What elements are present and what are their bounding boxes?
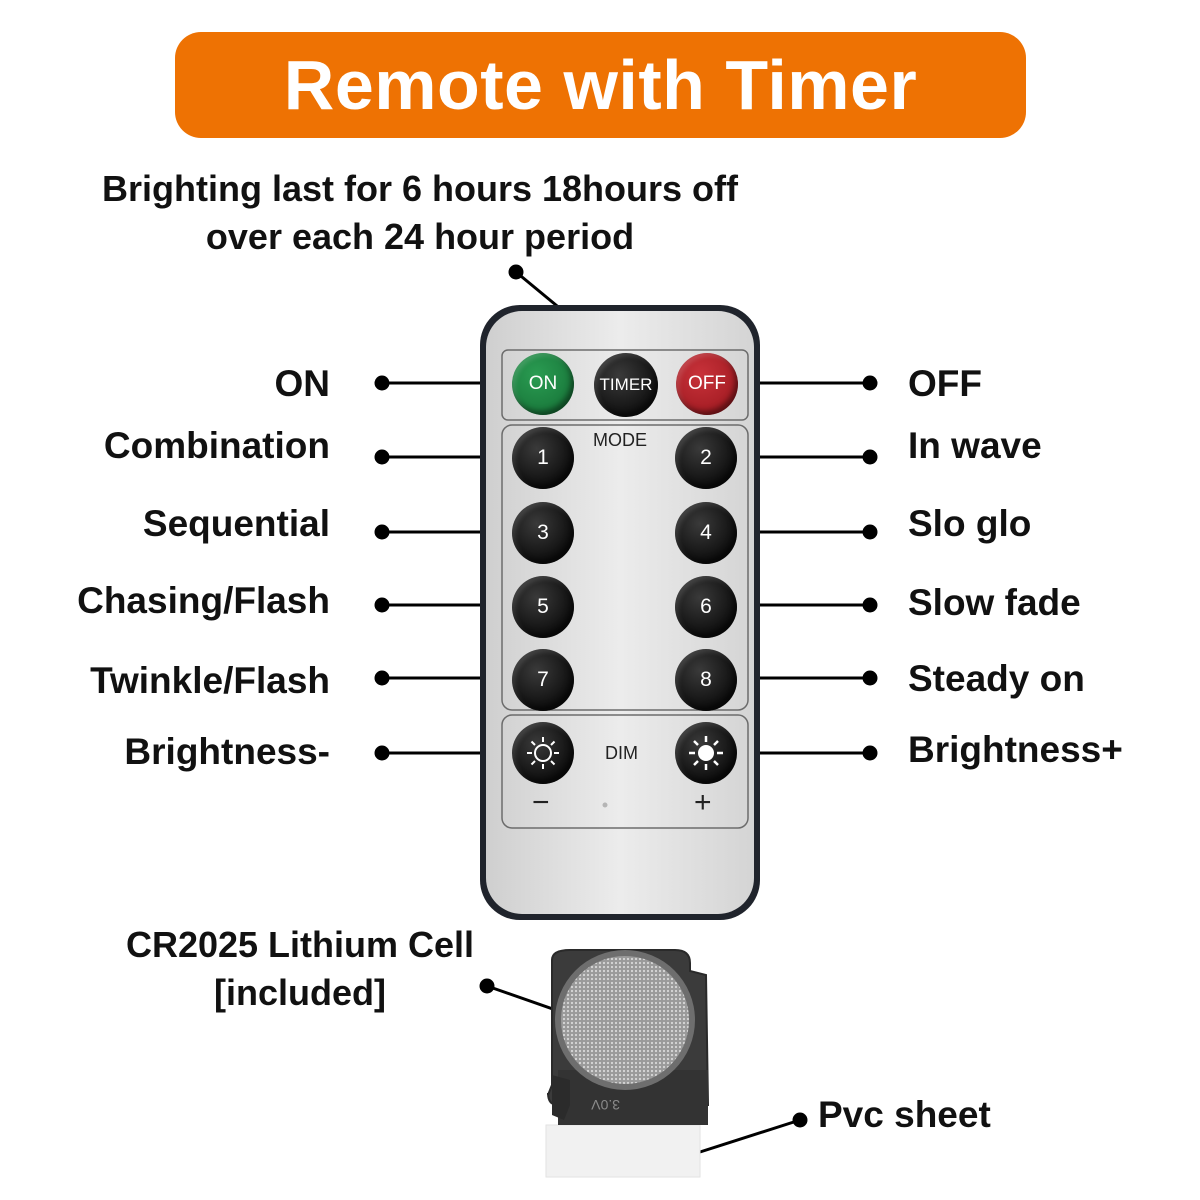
on-button-label: ON <box>528 373 558 394</box>
mode1-callout-dot <box>374 449 390 465</box>
dim-label: DIM <box>605 743 638 763</box>
mode-label: MODE <box>593 430 647 450</box>
timer-callout-dot <box>508 264 524 280</box>
mode-button-6[interactable]: 6 <box>675 576 737 638</box>
mode-button-1-label: 1 <box>537 446 549 469</box>
svg-text:3.0V: 3.0V <box>591 1097 620 1113</box>
battery-label-line2: [included] <box>214 972 386 1013</box>
label-chasing-flash: Chasing/Flash <box>77 580 330 621</box>
dim-minus-callout-dot <box>374 745 390 761</box>
mode4-callout-dot <box>862 524 878 540</box>
off-callout-dot <box>862 375 878 391</box>
battery-holder: 3.0V <box>545 949 710 1178</box>
timer-button-label: TIMER <box>599 375 653 394</box>
title-banner: Remote with Timer <box>175 32 1026 138</box>
mode-button-3-label: 3 <box>537 521 549 544</box>
mode-button-7[interactable]: 7 <box>512 649 574 711</box>
off-button[interactable]: OFF <box>676 353 738 415</box>
minus-sign: − <box>532 786 550 819</box>
mode-button-3[interactable]: 3 <box>512 502 574 564</box>
pvc-sheet <box>545 1124 701 1178</box>
mode-button-5[interactable]: 5 <box>512 576 574 638</box>
mode-button-6-label: 6 <box>700 595 712 618</box>
pvc-label: Pvc sheet <box>818 1094 991 1135</box>
mode-button-4-label: 4 <box>700 521 712 544</box>
label-on: ON <box>274 363 331 404</box>
mode6-callout-dot <box>862 597 878 613</box>
label-in-wave: In wave <box>908 425 1042 466</box>
mode-button-7-label: 7 <box>537 668 549 691</box>
pvc-callout-dot <box>792 1112 808 1128</box>
brightness-down-button[interactable] <box>512 722 574 784</box>
label-slo-glo: Slo glo <box>908 503 1032 544</box>
on-button[interactable]: ON <box>512 353 574 415</box>
label-brightness-plus: Brightness+ <box>908 729 1123 770</box>
mode-button-8[interactable]: 8 <box>675 649 737 711</box>
label-steady-on: Steady on <box>908 658 1085 699</box>
label-combination: Combination <box>103 425 330 466</box>
mode-button-5-label: 5 <box>537 595 549 618</box>
sun-dim-icon <box>527 737 559 769</box>
timer-note-line2: over each 24 hour period <box>205 216 635 257</box>
mode8-callout-dot <box>862 670 878 686</box>
plus-sign: + <box>694 786 712 819</box>
mode3-callout-dot <box>374 524 390 540</box>
label-sequential: Sequential <box>142 503 330 544</box>
page-title: Remote with Timer <box>283 46 918 124</box>
off-button-label: OFF <box>688 373 726 394</box>
label-twinkle-flash: Twinkle/Flash <box>90 660 330 701</box>
timer-button[interactable]: TIMER <box>594 353 658 417</box>
pvc-callout-line <box>699 1118 801 1154</box>
timer-note-line1: Brighting last for 6 hours 18hours off <box>101 168 739 209</box>
mode-button-1[interactable]: 1 <box>512 427 574 489</box>
brightness-up-button[interactable] <box>675 722 737 784</box>
on-callout-dot <box>374 375 390 391</box>
mode-button-2[interactable]: 2 <box>675 427 737 489</box>
mode-button-2-label: 2 <box>700 446 712 469</box>
label-slow-fade: Slow fade <box>908 582 1081 623</box>
mode2-callout-dot <box>862 449 878 465</box>
mode7-callout-dot <box>374 670 390 686</box>
sun-bright-icon <box>689 736 723 770</box>
label-brightness-minus: Brightness- <box>124 731 330 772</box>
mode5-callout-dot <box>374 597 390 613</box>
battery-label-line1: CR2025 Lithium Cell <box>125 924 475 965</box>
mode-button-8-label: 8 <box>700 668 712 691</box>
mode-button-4[interactable]: 4 <box>675 502 737 564</box>
dim-plus-callout-dot <box>862 745 878 761</box>
battery-callout-dot <box>479 978 495 994</box>
label-off: OFF <box>908 363 982 404</box>
